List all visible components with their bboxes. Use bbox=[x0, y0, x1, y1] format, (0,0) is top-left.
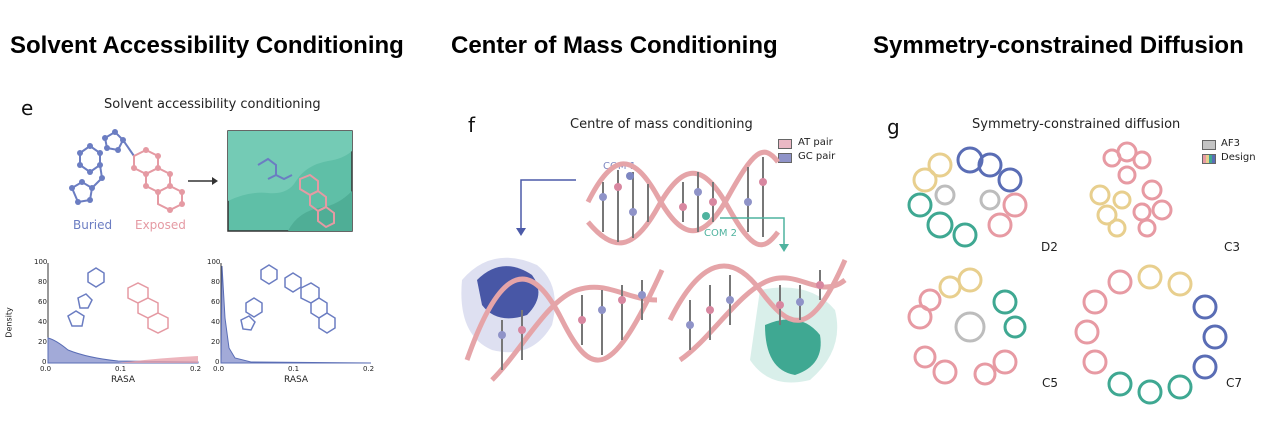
exposed-label: Exposed bbox=[135, 218, 186, 232]
chart1-ytick-60: 60 bbox=[38, 298, 47, 306]
d2-label: D2 bbox=[1041, 240, 1058, 254]
chart1-xlabel: RASA bbox=[111, 375, 136, 385]
chart2-ytick-80: 80 bbox=[211, 278, 220, 286]
at-pair-label: AT pair bbox=[798, 137, 833, 148]
com1-arrow bbox=[516, 179, 576, 236]
chart1-ytick-20: 20 bbox=[38, 338, 47, 346]
transition-arrow bbox=[188, 177, 218, 185]
symmetry-c3-structure bbox=[1089, 141, 1173, 238]
ligand-molecule-diagram bbox=[69, 129, 185, 213]
chart1-ytick-0: 0 bbox=[42, 358, 47, 366]
chart1-ytick-40: 40 bbox=[38, 318, 47, 326]
chart2-ytick-60: 60 bbox=[211, 298, 220, 306]
chart1-xtick-1: 0.1 bbox=[115, 365, 127, 373]
rasa-density-chart-2 bbox=[220, 263, 372, 364]
com2-arrow bbox=[720, 217, 789, 252]
panel-g-title: Symmetry-constrained diffusion bbox=[972, 117, 1181, 132]
design-swatch bbox=[1202, 154, 1216, 164]
chart1-ytick-100: 100 bbox=[34, 258, 48, 266]
af3-label: AF3 bbox=[1221, 138, 1240, 149]
panel-f-label: f bbox=[468, 113, 476, 137]
chart2-ytick-100: 100 bbox=[207, 258, 221, 266]
at-pair-swatch bbox=[778, 139, 792, 149]
heading-center-of-mass: Center of Mass Conditioning bbox=[451, 32, 778, 59]
gc-pair-swatch bbox=[778, 153, 792, 163]
c3-label: C3 bbox=[1224, 240, 1241, 254]
panel-g-label: g bbox=[887, 115, 900, 139]
chart2-ytick-0: 0 bbox=[215, 358, 220, 366]
com2-label: COM 2 bbox=[704, 228, 738, 239]
chart2-xtick-2: 0.2 bbox=[363, 365, 375, 373]
panel-e-label: e bbox=[21, 96, 34, 120]
heading-symmetry: Symmetry-constrained Diffusion bbox=[873, 32, 1244, 59]
chart2-xtick-1: 0.1 bbox=[288, 365, 300, 373]
chart1-xtick-2: 0.2 bbox=[190, 365, 202, 373]
dna-protein-complex-com1 bbox=[461, 257, 665, 382]
buried-label: Buried bbox=[73, 218, 113, 232]
panel-e-title: Solvent accessibility conditioning bbox=[104, 97, 321, 112]
c5-label: C5 bbox=[1042, 376, 1059, 390]
dna-protein-complex-com2 bbox=[667, 258, 848, 383]
chart1-ytick-80: 80 bbox=[38, 278, 47, 286]
chart1-xtick-0: 0.0 bbox=[40, 365, 52, 373]
symmetry-c5-structure bbox=[907, 267, 1027, 386]
heading-solvent-accessibility: Solvent Accessibility Conditioning bbox=[10, 32, 404, 59]
c7-label: C7 bbox=[1226, 376, 1243, 390]
binding-pocket-image bbox=[227, 130, 353, 232]
chart1-ylabel: Density bbox=[4, 307, 14, 338]
gc-pair-label: GC pair bbox=[798, 151, 836, 162]
af3-swatch bbox=[1202, 140, 1216, 150]
chart2-ytick-40: 40 bbox=[211, 318, 220, 326]
chart2-xtick-0: 0.0 bbox=[213, 365, 225, 373]
panel-f-title: Centre of mass conditioning bbox=[570, 117, 753, 132]
symmetry-d2-structure bbox=[907, 146, 1028, 248]
symmetry-c7-structure bbox=[1074, 264, 1228, 405]
rasa-density-chart-1 bbox=[47, 263, 199, 364]
chart2-xlabel: RASA bbox=[284, 375, 309, 385]
dna-helix-top bbox=[585, 149, 780, 248]
chart2-ytick-20: 20 bbox=[211, 338, 220, 346]
design-label: Design bbox=[1221, 152, 1256, 163]
